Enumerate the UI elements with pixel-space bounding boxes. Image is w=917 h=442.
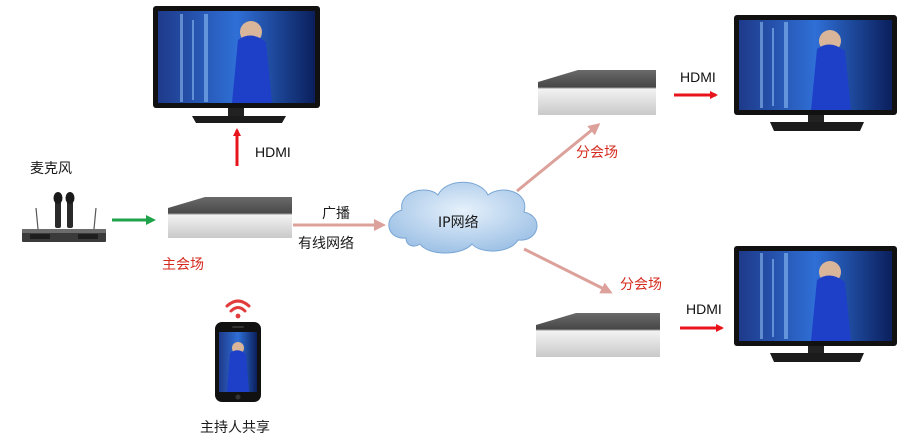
ip-network-cloud — [388, 181, 538, 254]
tv-branch-bottom — [734, 246, 897, 362]
host-share-label: 主持人共享 — [200, 419, 270, 436]
main-venue-label: 主会场 — [162, 257, 204, 273]
cloud-to-branch-top-arrow — [516, 123, 601, 193]
hdmi-label-top: HDMI — [255, 144, 291, 160]
tv-branch-top — [734, 15, 897, 131]
wired-network-label: 有线网络 — [298, 236, 354, 252]
tv-main-venue — [153, 6, 320, 123]
branch-venue-label-top: 分会场 — [576, 145, 618, 161]
hdmi-label-right-bottom: HDMI — [686, 301, 722, 317]
box-branch-bottom — [536, 313, 660, 357]
smartphone — [215, 322, 261, 402]
ip-network-label: IP网络 — [438, 215, 479, 231]
cloud-to-branch-bottom-arrow — [523, 247, 613, 294]
microphone-label: 麦克风 — [30, 161, 72, 177]
branch-venue-label-bottom: 分会场 — [620, 277, 662, 293]
hdmi-label-right-top: HDMI — [680, 69, 716, 85]
box-branch-top — [538, 70, 656, 115]
box-main-venue — [168, 197, 292, 238]
broadcast-label: 广播 — [322, 206, 350, 222]
microphone-device — [22, 192, 106, 242]
wifi-icon — [225, 299, 251, 319]
